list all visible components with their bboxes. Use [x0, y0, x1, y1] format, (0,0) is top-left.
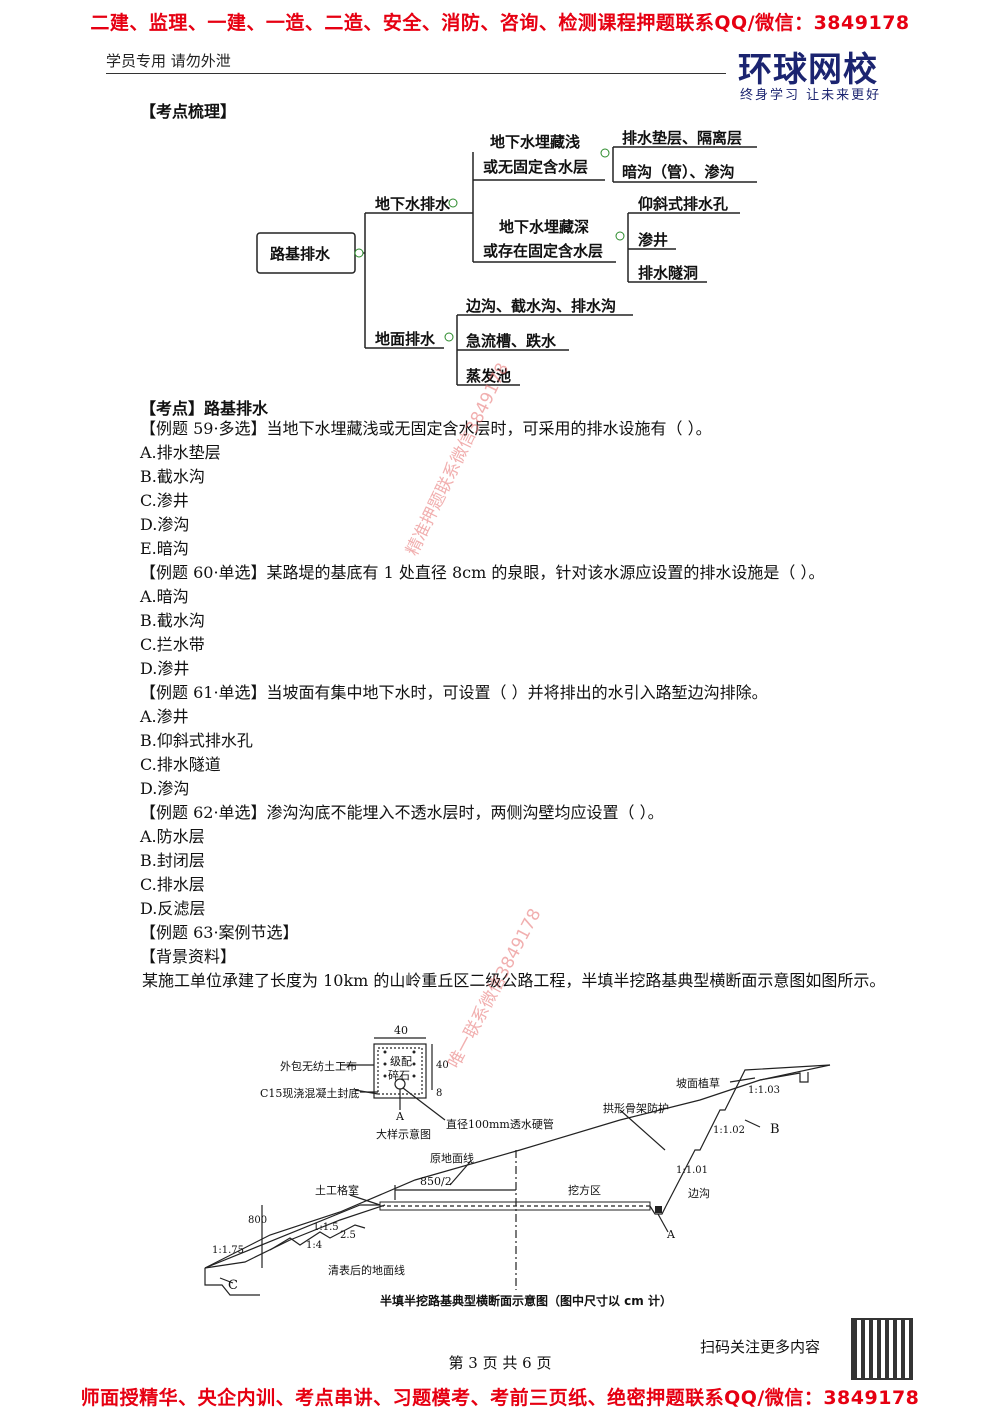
option: D.反滤层: [140, 899, 206, 918]
bottom-banner: 师面授精华、央企内训、考点串讲、习题模考、考前三页纸、绝密押题联系QQ/微信：3…: [80, 1387, 920, 1409]
label-pipe: 直径100mm透水硬管: [446, 1118, 554, 1131]
scan-hint: 扫码关注更多内容: [700, 1338, 821, 1356]
mindmap-deep-2: 或存在固定含水层: [483, 242, 604, 260]
mindmap-root: 路基排水: [270, 245, 331, 263]
mindmap-surface-item: 蒸发池: [466, 367, 512, 385]
dim-40-side: 40: [436, 1060, 449, 1071]
label-800: 800: [248, 1215, 268, 1226]
option: A.防水层: [140, 827, 205, 846]
label-geotextile: 外包无纺土工布: [280, 1060, 357, 1073]
label-grid: 土工格室: [315, 1184, 359, 1197]
option: C.排水隧道: [140, 755, 221, 774]
mindmap-surface: 地面排水: [375, 330, 436, 348]
box-text: 级配: [390, 1055, 412, 1068]
label-cut: 挖方区: [568, 1184, 601, 1197]
mindmap-deep-item: 仰斜式排水孔: [638, 195, 729, 213]
label-slope: 1:1.75: [212, 1245, 244, 1256]
label-a: A: [667, 1228, 675, 1241]
box-text: 碎石: [388, 1069, 410, 1082]
background-paragraph: 某施工单位承建了长度为 10km 的山岭重丘区二级公路工程，半填半挖路基典型横断…: [142, 971, 886, 990]
option: B.截水沟: [140, 467, 205, 486]
option: C.排水层: [140, 875, 205, 894]
background-title: 【背景资料】: [140, 947, 237, 966]
question-60: 【例题 60·单选】某路堤的基底有 1 处直径 8cm 的泉眼，针对该水源应设置…: [140, 563, 825, 582]
label-detail: 大样示意图: [376, 1128, 431, 1141]
mindmap-deep-1: 地下水埋藏深: [499, 218, 590, 236]
option: C.渗井: [140, 491, 189, 510]
label-ground: 原地面线: [430, 1152, 474, 1165]
mindmap-lines: [256, 146, 757, 386]
option: B.仰斜式排水孔: [140, 731, 253, 750]
label-ditch: 边沟: [688, 1187, 710, 1200]
mindmap-shallow-1: 地下水埋藏浅: [490, 133, 581, 151]
question-61: 【例题 61·单选】当坡面有集中地下水时，可设置（ ）并将排出的水引入路堑边沟排…: [140, 683, 768, 702]
question-59: 【例题 59·多选】当地下水埋藏浅或无固定含水层时，可采用的排水设施有（ ）。: [140, 419, 712, 438]
question-62: 【例题 62·单选】渗沟沟底不能埋入不透水层时，两侧沟壁均应设置（ ）。: [140, 803, 664, 822]
label-b: B: [770, 1122, 780, 1137]
label-a-detail: A: [396, 1110, 404, 1123]
header-label: 学员专用 请勿外泄: [106, 52, 231, 70]
mindmap-surface-item: 边沟、截水沟、排水沟: [466, 297, 617, 315]
mindmap-underground: 地下水排水: [375, 195, 451, 213]
option: D.渗沟: [140, 515, 190, 534]
label-grass: 坡面植草: [676, 1077, 720, 1090]
label-slope: 1:4: [306, 1240, 323, 1251]
section-title: 【考点梳理】: [140, 102, 237, 121]
option: A.渗井: [140, 707, 189, 726]
label-850: 850/2: [420, 1175, 452, 1188]
mindmap-shallow-item: 排水垫层、隔离层: [622, 129, 743, 147]
dim-8: 8: [436, 1088, 443, 1099]
logo-slogan: 终身学习 让未来更好: [740, 88, 882, 103]
dim-40-top: 40: [394, 1024, 408, 1037]
option: D.渗井: [140, 659, 190, 678]
qr-code-icon: [851, 1318, 913, 1380]
option: B.封闭层: [140, 851, 205, 870]
mindmap-shallow-item: 暗沟（管）、渗沟: [622, 163, 735, 181]
mindmap-shallow-2: 或无固定含水层: [483, 158, 589, 176]
label-slope: 1:1.02: [713, 1125, 745, 1136]
label-slope: 2.5: [340, 1230, 356, 1241]
label-cleared: 清表后的地面线: [328, 1264, 405, 1277]
page-number: 第 3 页 共 6 页: [448, 1354, 552, 1372]
option: B.截水沟: [140, 611, 205, 630]
cross-section-figure: [204, 1037, 831, 1296]
option: A.排水垫层: [140, 443, 221, 462]
option: E.暗沟: [140, 539, 189, 558]
option: C.拦水带: [140, 635, 205, 654]
mindmap-surface-item: 急流槽、跌水: [466, 332, 557, 350]
label-slope: 1:1.01: [676, 1165, 708, 1176]
mindmap-deep-item: 排水隧洞: [638, 264, 699, 282]
label-slope: 1:1.5: [313, 1222, 339, 1233]
label-c15: C15现浇混凝土封底: [260, 1087, 360, 1100]
figure-caption: 半填半挖路基典型横断面示意图（图中尺寸以 cm 计）: [380, 1294, 672, 1308]
logo: 环球网校: [738, 50, 878, 90]
mindmap-deep-item: 渗井: [638, 231, 669, 249]
label-slope: 1:1.03: [748, 1085, 780, 1096]
option: A.暗沟: [140, 587, 189, 606]
top-banner: 二建、监理、一建、一造、二造、安全、消防、咨询、检测课程押题联系QQ/微信：38…: [90, 12, 910, 34]
option: D.渗沟: [140, 779, 190, 798]
header-divider: [106, 73, 726, 74]
kaodian-title: 【考点】路基排水: [140, 399, 269, 418]
question-63: 【例题 63·案例节选】: [140, 923, 299, 942]
label-arch: 拱形骨架防护: [603, 1102, 669, 1115]
label-c: C: [228, 1278, 238, 1293]
